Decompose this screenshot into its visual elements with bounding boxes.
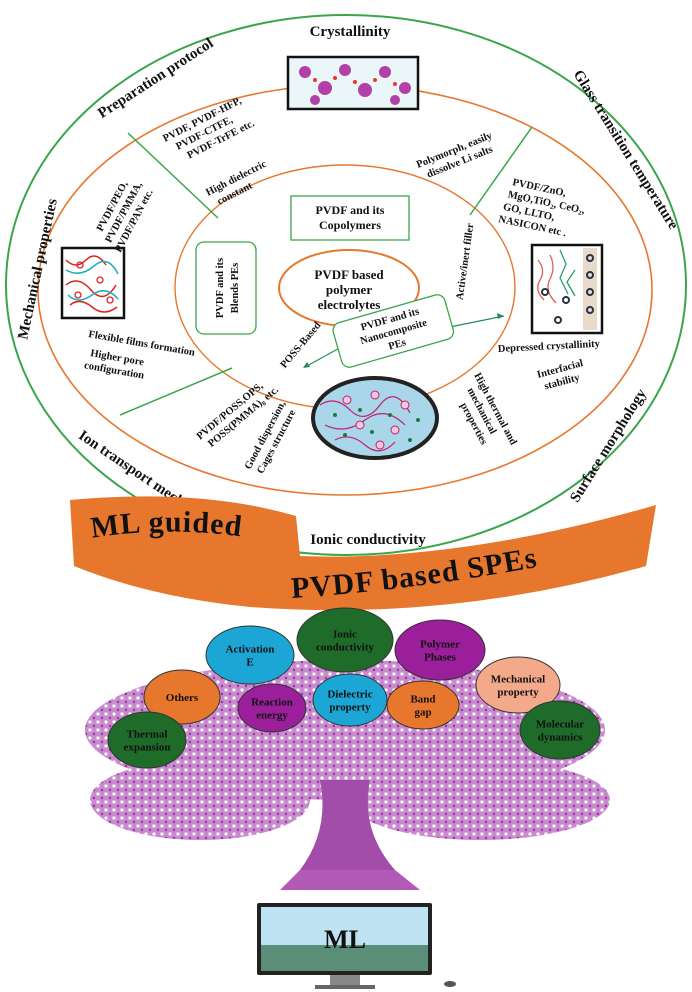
high-thermal: High thermal and mechanical properties: [458, 371, 519, 447]
divider: [469, 126, 533, 216]
nanocomposite-box: PVDF and its Nanocomposite PEs: [332, 294, 455, 368]
arrowhead-icon: [497, 313, 504, 319]
copolymers-box-line: Copolymers: [319, 218, 381, 232]
bubble-shape: [519, 700, 601, 760]
nanocomposite-box-line: PEs: [387, 337, 407, 352]
label-ionic-conductivity: Ionic conductivity: [310, 532, 426, 548]
bubble-label: Polymer: [420, 639, 460, 651]
bubble-shape: [237, 683, 307, 733]
bubble-label: expansion: [123, 742, 170, 754]
bubble-label: E: [246, 657, 253, 669]
higher-pore: Higher pore configuration: [83, 348, 145, 382]
bubble-label: Activation: [226, 644, 275, 656]
center-line: polymer: [326, 282, 372, 297]
copolymers-box-line: PVDF and its: [316, 203, 385, 217]
blends-box-line: PVDF and its: [215, 258, 226, 318]
label-crystallinity: Crystallinity: [310, 24, 391, 40]
bubble-label: property: [497, 687, 539, 699]
bubble-shape: [386, 680, 460, 730]
blends-box: [195, 241, 257, 335]
copolymer-image: [286, 55, 420, 111]
label-surface-morphology: Surface morphology: [567, 386, 650, 505]
polymorph: Polymorph, easily dissolve Li salts: [415, 130, 494, 180]
bubble-label: Mechanical: [491, 674, 545, 686]
blends-list: PVDF/PEO, PVDF/PMMA, PVDF/PAN etc.: [95, 179, 156, 254]
bubble-shape: [475, 656, 561, 714]
bubble-label: conductivity: [316, 642, 375, 654]
interfacial-stability: Interfacial stability: [536, 358, 585, 392]
active-filler-arrow: [449, 315, 505, 328]
banner-line1-path: ML guided: [89, 506, 244, 545]
bubble-shape: [107, 711, 187, 769]
poss-image: [311, 376, 439, 460]
bubble-label: gap: [414, 707, 431, 719]
blend-image: [60, 246, 126, 320]
banner-line1: ML guided: [89, 506, 245, 545]
bubble-label: energy: [256, 710, 288, 722]
bubble-label: dynamics: [538, 732, 583, 744]
bubble-shape: [296, 607, 394, 673]
poss-based-label: POSS-Based: [279, 320, 324, 371]
bubble-shape: [143, 669, 221, 725]
nanocomposite-image: [530, 243, 604, 335]
arrowhead-icon: [303, 362, 310, 368]
banner: [70, 496, 656, 611]
bubble-label: Molecular: [536, 719, 584, 731]
bubble-label: Others: [166, 692, 199, 704]
bubble-label: Phases: [424, 652, 457, 664]
active-filler-label: Active/inert filler: [455, 222, 477, 300]
ml-property-bubbles: IonicconductivityActivationEPolymerPhase…: [107, 607, 601, 769]
bubble-label: Thermal: [127, 729, 168, 741]
bubble-shape: [205, 625, 295, 685]
center-line: electrolytes: [318, 297, 381, 312]
bubble-label: property: [329, 702, 371, 714]
monitor-label: ML: [324, 925, 366, 954]
bubble-label: Ionic: [333, 629, 357, 641]
outer-ring: [5, 14, 687, 556]
bubble-label: Band: [410, 694, 435, 706]
bubble-label: Reaction: [251, 697, 293, 709]
bubble-label: Dielectric: [327, 689, 372, 701]
bubble-shape: [394, 619, 486, 681]
divider: [119, 367, 233, 416]
bubble: Others: [143, 669, 221, 725]
copolymers-box: [290, 195, 410, 241]
label-mechanical-properties: Mechanical properties: [15, 197, 61, 341]
bubble-shape: [312, 673, 388, 727]
monitor-icon: [257, 903, 456, 989]
center-line: PVDF based: [314, 267, 384, 282]
label-preparation-protocol: Preparation protocol: [95, 35, 216, 121]
fillers-list: PVDF/ZnO, MgO,TiO₂, CeO₂, GO, LLTO, NASI…: [497, 177, 586, 239]
depressed-crystallinity: Depressed crystallinity: [498, 339, 601, 355]
blends-box-line: Blends PEs: [230, 263, 241, 313]
divider: [127, 132, 219, 219]
high-dielectric: High dielectric constant: [204, 159, 268, 208]
